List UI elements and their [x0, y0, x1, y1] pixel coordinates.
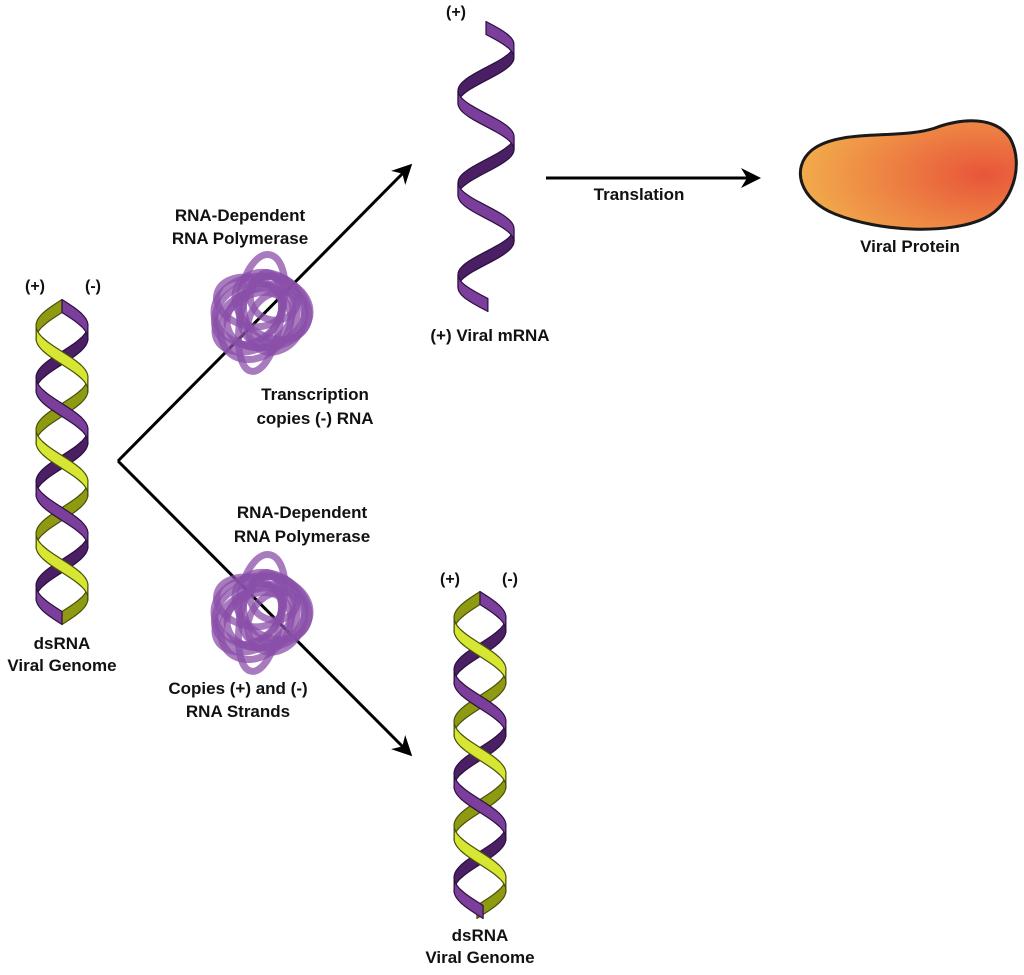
protein-label: Viral Protein [860, 237, 960, 256]
bottom-process-label-line2: RNA Strands [185, 702, 291, 721]
mrna-plus-label: (+) [446, 4, 466, 21]
plus-strand-ribbon [453, 774, 507, 842]
minus-strand-ribbon [35, 430, 89, 498]
viral-protein-blob [799, 119, 1018, 231]
enzyme-coil-loop [234, 269, 286, 375]
minus-strand-ribbon [35, 534, 89, 602]
bottom-minus-label: (-) [502, 571, 518, 588]
bottom-genome-label-line2: Viral Genome [425, 948, 535, 967]
plus-strand-ribbon [61, 298, 89, 342]
minus-strand-ribbon [453, 618, 507, 686]
bottom-enzyme-label-line2: RNA Polymerase [233, 527, 371, 546]
bottom-enzyme-label-line1: RNA-Dependent [236, 503, 368, 522]
left-genome-label-line1: dsRNA [33, 634, 91, 653]
polymerase-enzyme-top [210, 251, 314, 375]
left-plus-label: (+) [25, 278, 45, 295]
mrna-strand-ribbon [457, 228, 515, 289]
mrna-strand-ribbon [457, 44, 515, 105]
top-enzyme-label-line1: RNA-Dependent [174, 206, 306, 225]
mrna-strand-ribbon [485, 20, 515, 60]
minus-strand-ribbon [476, 878, 507, 920]
minus-strand-ribbon [453, 722, 507, 790]
dsrna-helix-left [35, 298, 89, 626]
minus-strand-ribbon [453, 826, 507, 894]
minus-strand-ribbon [61, 586, 89, 626]
plus-strand-ribbon [35, 482, 89, 550]
plus-strand-ribbon [479, 590, 507, 634]
top-enzyme-label-line2: RNA Polymerase [171, 229, 309, 248]
plus-strand-ribbon [35, 378, 89, 446]
top-process-label-line1: Transcription [261, 385, 369, 404]
mrna-strand-ribbon [457, 90, 515, 151]
left-minus-label: (-) [85, 278, 101, 295]
mrna-helix [457, 20, 515, 313]
minus-strand-ribbon [35, 326, 89, 394]
mrna-strand-ribbon [457, 274, 489, 313]
plus-strand-ribbon [35, 586, 63, 626]
bottom-plus-label: (+) [440, 571, 460, 588]
mrna-strand-ribbon [457, 136, 515, 197]
bottom-genome-label-line1: dsRNA [451, 926, 509, 945]
plus-strand-ribbon [453, 878, 484, 920]
mrna-label: (+) Viral mRNA [430, 326, 550, 345]
top-process-label-line2: copies (-) RNA [256, 409, 374, 428]
translation-label: Translation [593, 185, 685, 204]
enzyme-coil-loop [234, 569, 286, 675]
left-genome-label-line2: Viral Genome [7, 656, 117, 675]
bottom-process-label-line1: Copies (+) and (-) [168, 679, 308, 698]
plus-strand-ribbon [453, 670, 507, 738]
arrow-to-dsrna [116, 459, 413, 757]
mrna-strand-ribbon [457, 182, 515, 243]
dsrna-helix-bottom [453, 590, 507, 920]
polymerase-enzyme-bottom [210, 551, 314, 675]
